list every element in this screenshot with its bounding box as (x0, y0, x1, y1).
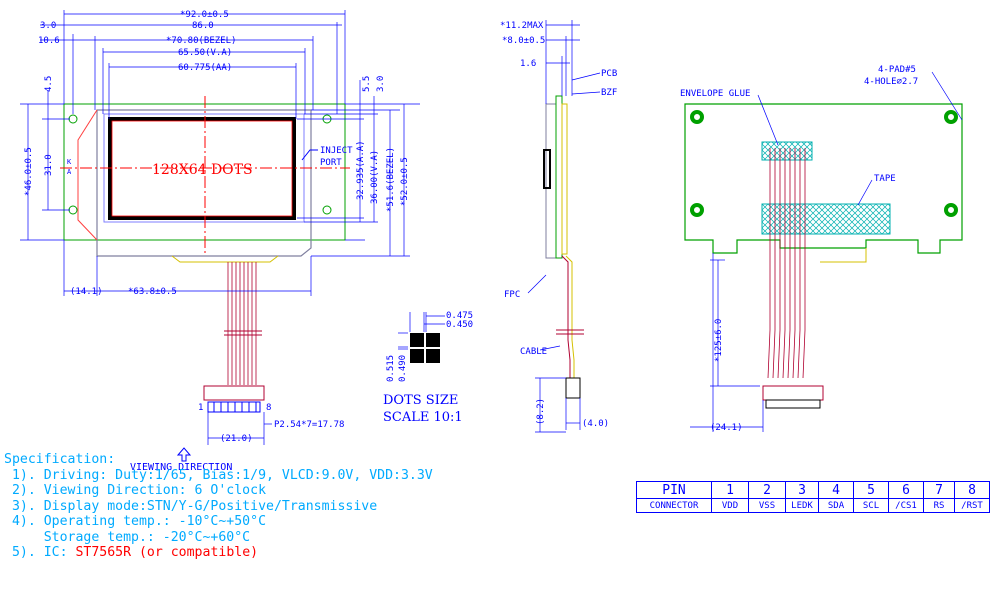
pin-name: LEDK (785, 498, 819, 513)
dim-cable-offset: (21.0) (220, 434, 253, 444)
side-dim-thickness: *8.0±0.5 (502, 36, 545, 46)
side-view: *11.2MAX *8.0±0.5 1.6 PCB BZF FPC CABLE … (500, 20, 617, 433)
dim-hole-pitch-v: 31.0 (44, 154, 54, 176)
spec-display-mode: 3). Display mode:STN/Y-G/Positive/Transm… (4, 498, 378, 514)
tape-label: TAPE (874, 174, 896, 184)
pin-number: 8 (954, 481, 990, 499)
dot-size-detail: 0.475 0.450 0.515 0.490 DOTS SIZE SCALE … (383, 311, 473, 425)
side-pcb-label: PCB (601, 69, 617, 79)
dim-left-offset-2: 10.6 (38, 36, 60, 46)
dim-pcb-hole-pitch: 86.0 (192, 21, 214, 31)
pin-number: 5 (853, 481, 889, 499)
pin-number: 1 (711, 481, 749, 499)
envelope-glue-label: ENVELOPE GLUE (680, 89, 750, 99)
side-dim-max: *11.2MAX (500, 21, 544, 31)
cable-offset-dim: (24.1) (710, 423, 743, 433)
pin-name: RS (923, 498, 955, 513)
connector-pin1-label: 1 (198, 403, 203, 413)
pin-name: /RST (954, 498, 990, 513)
side-cable-label: CABLE (520, 347, 547, 357)
pin-name: VSS (748, 498, 786, 513)
display-resolution-label: 128X64 DOTS (152, 162, 253, 178)
spec-viewing-direction: 2). Viewing Direction: 6 O'clock (4, 483, 267, 498)
dot-width-2: 0.450 (446, 320, 473, 330)
pin-name: SCL (853, 498, 889, 513)
k-terminal-label: K (67, 158, 72, 166)
dim-bottom-offset: (14.1) (70, 287, 103, 297)
spec-title: Specification: (4, 452, 116, 467)
pin-name: VDD (711, 498, 749, 513)
mounting-hole (68, 114, 78, 124)
connector-row-label: CONNECTOR (636, 498, 712, 513)
spec-storage-temp: Storage temp.: -20°C~+60°C (4, 529, 251, 545)
dim-left-offset-1: 3.0 (40, 21, 56, 31)
dim-va-height: 36.00(V.A) (370, 150, 380, 204)
side-dim-connector-w: (4.0) (582, 419, 609, 429)
pin-table: PIN 1 2 3 4 5 6 7 8 CONNECTOR VDD VSS LE… (636, 481, 990, 513)
side-dim-connector-h: (8.2) (536, 398, 546, 425)
spec-ic-value: ST7565R (or compatible) (75, 545, 259, 560)
inject-port-label-2: PORT (320, 158, 342, 168)
dim-bezel-bottom: *63.8±0.5 (128, 287, 177, 297)
back-mounting-hole (690, 203, 704, 217)
spec-operating-temp: 4). Operating temp.: -10°C~+50°C (4, 514, 267, 529)
pin-number: 6 (888, 481, 924, 499)
a-terminal-label: A (67, 168, 72, 176)
inject-port-label-1: INJECT (320, 146, 353, 156)
dot-height-2: 0.490 (398, 355, 408, 382)
mounting-hole (322, 205, 332, 215)
tape-area (761, 203, 891, 235)
mounting-hole (68, 205, 78, 215)
back-view: 4-PAD#5 4-HOLE⌀2.7 ENVELOPE GLUE TAPE *1… (680, 65, 963, 433)
pad-label: 4-PAD#5 (878, 65, 916, 75)
dim-right-offset-1: 5.5 (362, 76, 372, 92)
dim-bezel-height: *51.6(BEZEL) (386, 147, 396, 212)
front-view (20, 10, 420, 462)
back-mounting-hole (690, 110, 704, 124)
dim-va-width: 65.50(V.A) (178, 48, 232, 58)
dots-size-label: DOTS SIZE (383, 393, 458, 408)
pin-name: /CS1 (888, 498, 924, 513)
bezel-outline (96, 109, 312, 257)
spec-ic: 5). IC: ST7565R (or compatible) (4, 545, 433, 561)
side-bzf-label: BZF (601, 88, 617, 98)
viewing-direction-arrow (176, 447, 192, 462)
dot-height-1: 0.515 (386, 355, 396, 382)
pin-number: 3 (785, 481, 819, 499)
side-fpc-label: FPC (504, 290, 520, 300)
cable-length-dim: *125±6.0 (714, 319, 724, 362)
front-cable (227, 262, 257, 385)
dim-bezel-width: *70.80(BEZEL) (166, 36, 236, 46)
specification-block: Specification: 1). Driving: Duty:1/65, B… (4, 452, 433, 561)
dim-overall-width: *92.0±0.5 (180, 10, 229, 20)
back-mounting-hole (944, 203, 958, 217)
dim-total-height: *52.0±0.5 (400, 157, 410, 206)
pin-number: 4 (818, 481, 854, 499)
dim-hole-offset: 4.5 (44, 76, 54, 92)
dim-overall-height: *46.0±0.5 (24, 147, 34, 196)
dim-aa-width: 60.775(AA) (178, 63, 232, 73)
dot-width-1: 0.475 (446, 311, 473, 321)
back-connector (762, 385, 824, 401)
dim-pin-pitch: P2.54*7=17.78 (274, 420, 344, 430)
spec-ic-prefix: 5). IC: (4, 545, 76, 560)
hole-label: 4-HOLE⌀2.7 (864, 77, 918, 87)
envelope-glue-area (761, 141, 813, 161)
dim-right-offset-2: 3.0 (376, 76, 386, 92)
pin-number: 7 (923, 481, 955, 499)
viewing-direction-label: VIEWING DIRECTION (130, 462, 232, 473)
back-mounting-hole (944, 110, 958, 124)
dots-scale-label: SCALE 10:1 (383, 410, 463, 425)
pin-number: 2 (748, 481, 786, 499)
dim-aa-height: 32.935(A.A) (356, 140, 366, 200)
pin-header-label: PIN (636, 481, 712, 499)
connector-pin8-label: 8 (266, 403, 271, 413)
pin-name: SDA (818, 498, 854, 513)
front-connector (203, 385, 265, 401)
side-dim-pcb: 1.6 (520, 59, 536, 69)
spec-driving: 1). Driving: Duty:1/65, Bias:1/9, VLCD:9… (4, 467, 433, 483)
